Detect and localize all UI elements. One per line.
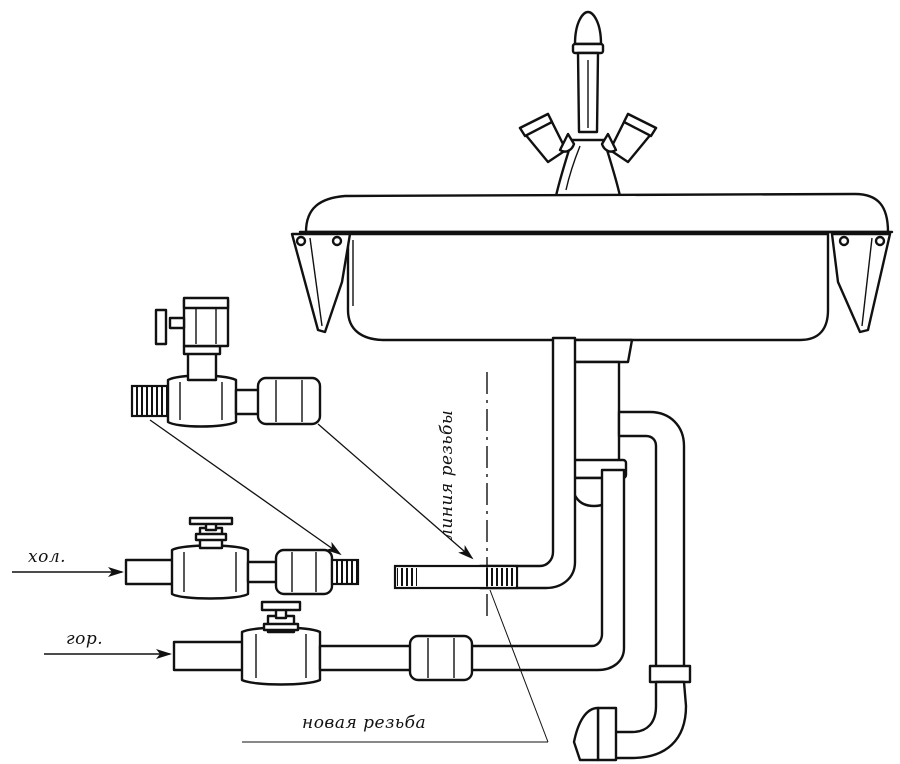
cold-line-assembly <box>124 516 360 600</box>
thread-line-label: линия резьбы <box>437 410 457 540</box>
cold-thread-section <box>393 564 519 590</box>
sink-basin <box>298 192 894 364</box>
assembly-leader-arrow-left <box>149 419 342 556</box>
faucet <box>518 10 658 198</box>
hot-line-assembly <box>172 600 474 686</box>
faucet-right-handle <box>600 112 658 164</box>
new-thread-leader <box>242 589 549 743</box>
sink-left-bracket <box>290 232 352 334</box>
siphon <box>572 410 692 762</box>
faucet-left-handle <box>518 112 576 164</box>
assembly-leader-arrow-right <box>317 423 474 560</box>
upper-valve-assembly <box>130 296 322 428</box>
cold-label: хол. <box>28 547 66 567</box>
sink-right-bracket <box>830 232 892 334</box>
cold-riser-pipe <box>478 336 577 590</box>
hot-label: гор. <box>66 629 103 649</box>
new-thread-label: новая резьба <box>302 713 426 733</box>
